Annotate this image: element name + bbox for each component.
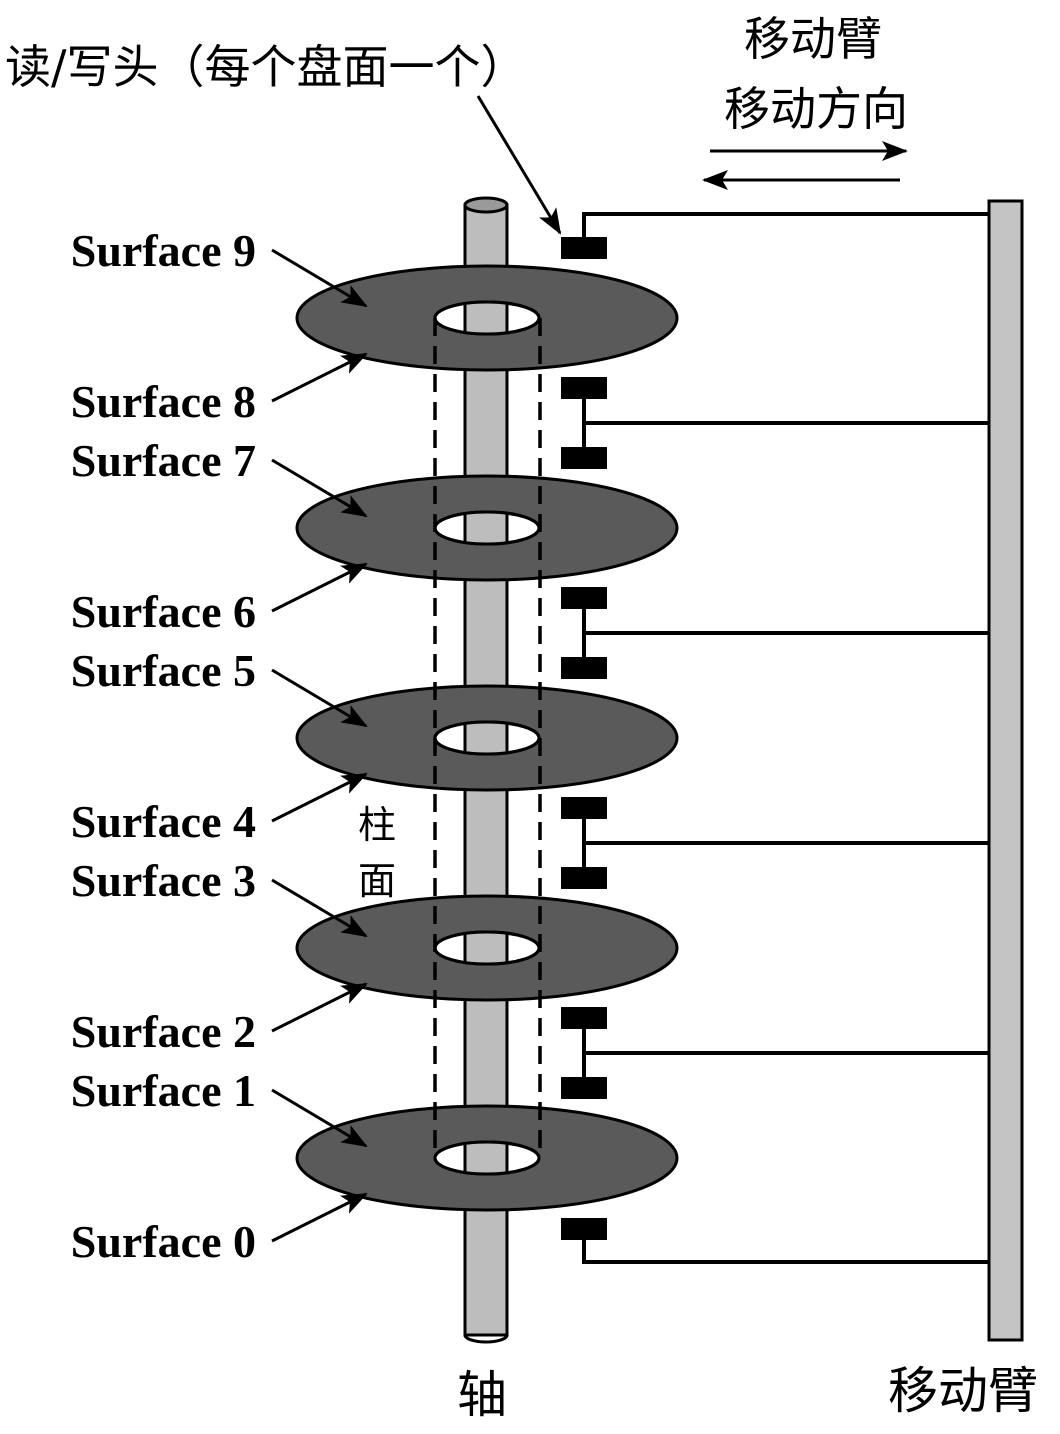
read-write-head (561, 1218, 607, 1240)
surface-pointer-arrow (271, 878, 368, 938)
arm-direction-title: 移动臂 (744, 12, 882, 66)
read-write-head (561, 797, 607, 819)
surface-pointer-arrow (271, 248, 368, 308)
head-arm (582, 1240, 989, 1264)
head-pair (582, 1029, 989, 1077)
actuator-arm (987, 199, 1024, 1342)
platter (295, 264, 679, 372)
read-write-head (561, 1007, 607, 1029)
read-write-head (561, 377, 607, 399)
read-write-head (561, 1077, 607, 1099)
surface-label: Surface 3 (71, 855, 256, 906)
surface-label: Surface 9 (71, 225, 256, 276)
surface-label: Surface 2 (71, 1006, 256, 1057)
surface-pointer-arrow (271, 1192, 368, 1243)
surface-pointer-arrow (271, 352, 368, 403)
head-pair (582, 819, 989, 867)
platter (295, 684, 679, 792)
read-write-head (561, 447, 607, 469)
surface-pointer-arrow (271, 982, 368, 1033)
read-write-head (561, 867, 607, 889)
surface-label: Surface 6 (71, 586, 256, 637)
surface-pointer-arrow (271, 562, 368, 613)
surface-pointer-arrow (271, 772, 368, 823)
spindle-label: 轴 (457, 1366, 507, 1424)
head-arm (582, 212, 989, 237)
head-label: 读/写头（每个盘面一个） (5, 40, 527, 94)
head-pair (582, 399, 989, 447)
surface-label: Surface 0 (71, 1216, 256, 1267)
surface-label: Surface 4 (71, 796, 256, 847)
read-write-head (561, 657, 607, 679)
arm-direction-subtitle: 移动方向 (724, 82, 908, 136)
surface-label: Surface 8 (71, 376, 256, 427)
platter (295, 474, 679, 582)
surface-pointer-arrow (271, 668, 368, 728)
cylinder-label-char2: 面 (358, 859, 396, 903)
surface-label: Surface 5 (71, 645, 256, 696)
actuator-arm-label: 移动臂 (888, 1362, 1038, 1420)
surface-label: Surface 7 (71, 435, 256, 486)
cylinder-label-char1: 柱 (358, 803, 396, 847)
read-write-head (561, 237, 607, 259)
surface-pointer-arrow (271, 1088, 368, 1148)
surface-label: Surface 1 (71, 1065, 256, 1116)
platter (295, 1104, 679, 1212)
surface-pointer-arrow (271, 458, 368, 518)
platter (295, 894, 679, 1002)
head-pair (582, 609, 989, 657)
read-write-head (561, 587, 607, 609)
head-pointer-arrow (476, 95, 562, 235)
